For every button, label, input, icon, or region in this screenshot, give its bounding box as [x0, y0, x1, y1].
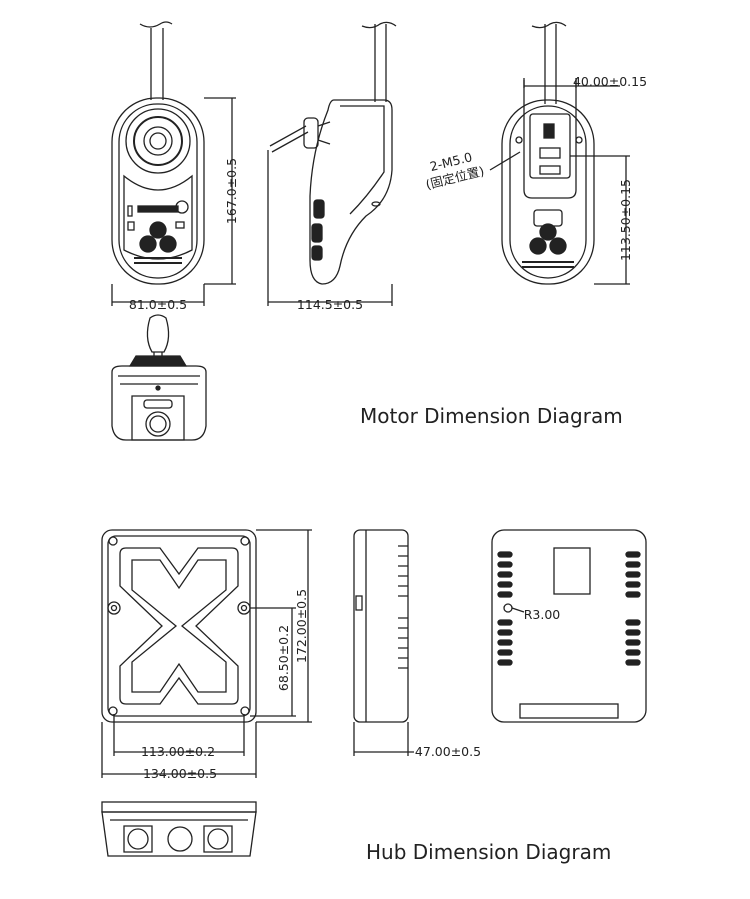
motor-rear-view — [489, 21, 630, 285]
motor-front-view — [111, 21, 236, 306]
motor-top-view — [111, 314, 207, 441]
hub-height-label: 172.00±0.5 — [294, 589, 309, 663]
hub-back-view — [491, 529, 647, 723]
hub-diagram-caption: Hub Dimension Diagram — [366, 840, 612, 864]
hub-side-view — [353, 529, 414, 756]
hub-corner-radius-label: R3.00 — [524, 607, 561, 622]
motor-diagram-caption: Motor Dimension Diagram — [360, 404, 623, 428]
motor-rear-height-label: 113.50±0.15 — [618, 179, 633, 261]
motor-side-view — [267, 21, 397, 306]
hub-bottom-view — [101, 801, 257, 857]
motor-front-width-label: 81.0±0.5 — [129, 297, 187, 312]
hub-depth-label: 47.00±0.5 — [415, 744, 481, 759]
hub-hole-spacing-v-label: 68.50±0.2 — [276, 625, 291, 691]
motor-front-height-label: 167.0±0.5 — [224, 158, 239, 224]
motor-side-depth-label: 114.5±0.5 — [297, 297, 363, 312]
hub-width-label: 134.00±0.5 — [143, 766, 217, 781]
hub-hole-spacing-h-label: 113.00±0.2 — [141, 744, 215, 759]
motor-rear-top-width-label: 40.00±0.15 — [573, 74, 647, 89]
hub-front-view — [101, 529, 312, 778]
